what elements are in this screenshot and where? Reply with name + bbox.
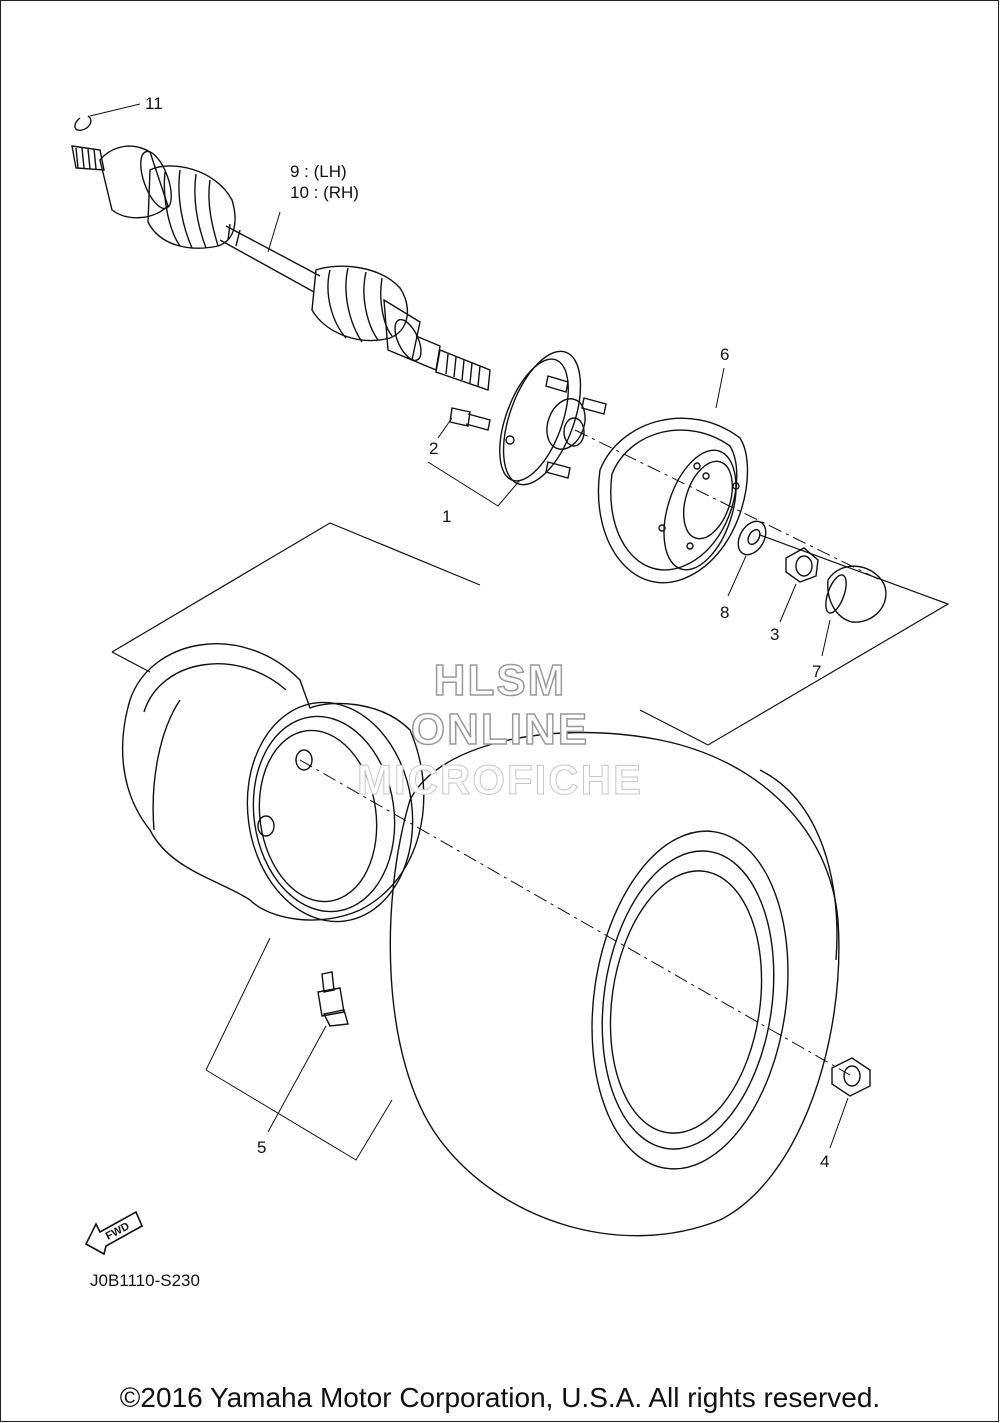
watermark-line-2: ONLINE — [410, 704, 590, 755]
hub-part — [499, 350, 607, 486]
drive-shaft-part — [71, 145, 491, 391]
callout-7: 7 — [812, 662, 821, 681]
wheel-rim-part — [121, 643, 425, 923]
washer-part — [737, 520, 767, 556]
valve-part — [317, 971, 349, 1027]
lug-nut-part — [831, 1057, 871, 1097]
copyright-notice: ©2016 Yamaha Motor Corporation, U.S.A. A… — [119, 1382, 881, 1413]
brake-drum-part — [597, 417, 749, 584]
fwd-arrow-icon — [84, 1210, 144, 1256]
hub-cap-part — [825, 565, 887, 623]
callout-11: 11 — [145, 94, 163, 113]
watermark-line-1: HLSM — [433, 655, 567, 706]
callout-2: 2 — [429, 439, 438, 458]
assembly-boundary — [111, 522, 950, 746]
leader-lines — [89, 103, 849, 1161]
callout-6: 6 — [720, 345, 729, 364]
watermark-line-3: MICROFICHE — [357, 756, 643, 804]
callout-1: 1 — [442, 507, 451, 526]
axle-nut-part — [785, 547, 819, 583]
callout-4: 4 — [820, 1152, 829, 1171]
callout-3: 3 — [770, 625, 779, 644]
callout-8: 8 — [720, 603, 729, 622]
bolt-part — [449, 407, 491, 431]
centerlines — [299, 429, 881, 1076]
callout-9: 9 : (LH) — [290, 162, 347, 181]
callout-10: 10 : (RH) — [290, 183, 359, 202]
tire-part — [389, 731, 840, 1237]
circlip-part — [74, 115, 92, 132]
diagram-code: J0B1110-S230 — [90, 1271, 200, 1290]
callout-5: 5 — [257, 1138, 266, 1157]
